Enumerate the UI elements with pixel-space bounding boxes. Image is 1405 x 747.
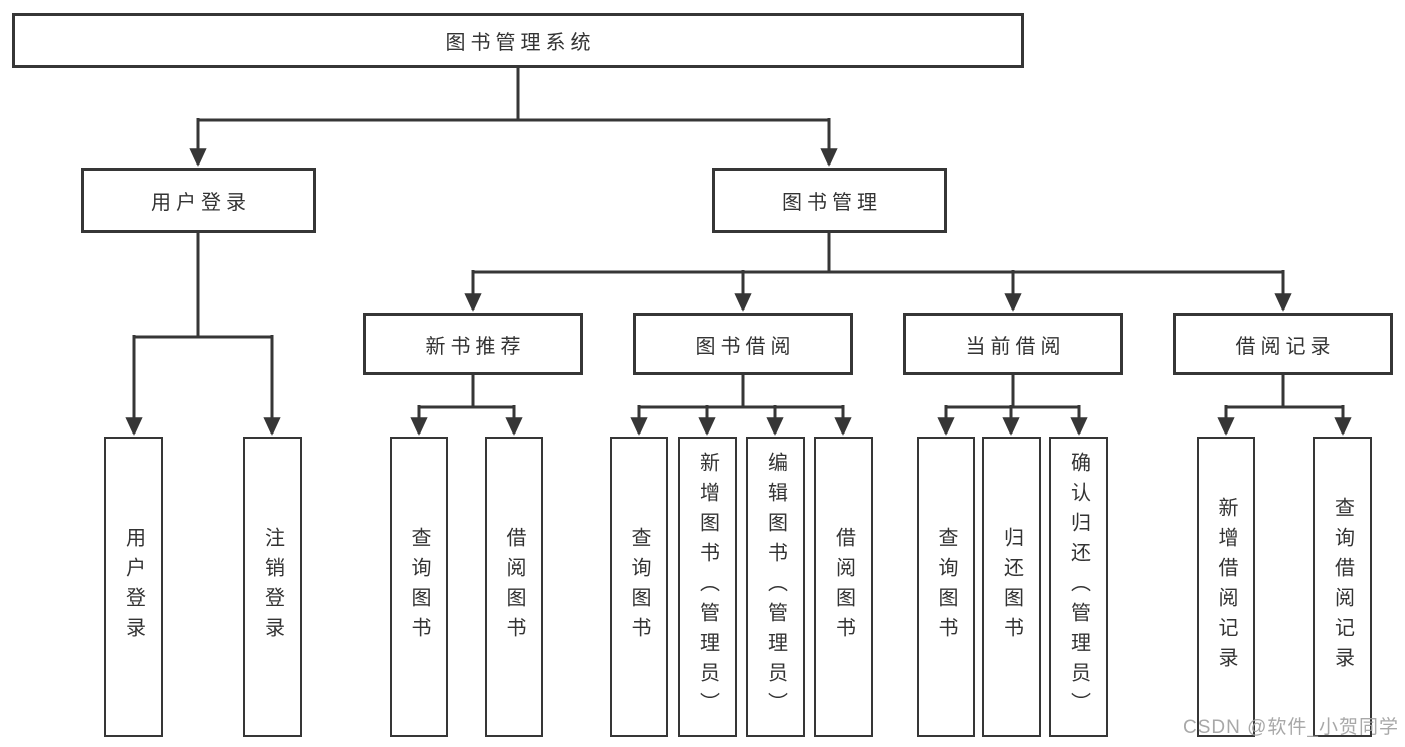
wire-mgmt-split — [473, 233, 1283, 274]
leaf-query-borrow-record: 查询借阅记录 — [1313, 437, 1372, 737]
leaf-logout: 注销登录 — [243, 437, 302, 737]
node-borrow-records-label: 借阅记录 — [1235, 335, 1336, 358]
leaf-query-books-recommend: 查询图书 — [390, 437, 448, 737]
wire-recommend-split — [419, 375, 514, 409]
node-current-borrow: 当前借阅 — [903, 313, 1123, 375]
csdn-watermark: CSDN @软件_小贺同学 — [1183, 717, 1399, 738]
node-book-management-label: 图书管理 — [782, 192, 882, 214]
leaf-borrow-books-recommend-label: 借阅图书 — [503, 527, 525, 647]
wire-borrow-split — [639, 375, 843, 409]
leaf-query-books-current: 查询图书 — [917, 437, 975, 737]
leaf-query-books-current-label: 查询图书 — [935, 527, 957, 647]
leaf-edit-book-admin-label: 编辑图书（管理员） — [764, 452, 787, 722]
leaf-add-book-admin-label: 新增图书（管理员） — [696, 452, 719, 722]
node-root-label: 图书管理系统 — [445, 32, 596, 54]
leaf-add-borrow-record: 新增借阅记录 — [1197, 437, 1255, 737]
leaf-add-book-admin: 新增图书（管理员） — [678, 437, 737, 737]
wire-login-split — [134, 232, 272, 339]
node-root: 图书管理系统 — [12, 13, 1024, 68]
node-book-borrow: 图书借阅 — [633, 313, 853, 375]
node-book-borrow-label: 图书借阅 — [695, 335, 796, 358]
leaf-query-books-borrow-label: 查询图书 — [628, 527, 650, 647]
node-book-management: 图书管理 — [712, 168, 947, 233]
leaf-user-login-label: 用户登录 — [122, 527, 145, 647]
node-borrow-records: 借阅记录 — [1173, 313, 1393, 375]
leaf-user-login: 用户登录 — [104, 437, 163, 737]
leaf-query-borrow-record-label: 查询借阅记录 — [1331, 497, 1354, 677]
leaf-query-books-borrow: 查询图书 — [610, 437, 668, 737]
node-new-book-recommend: 新书推荐 — [363, 313, 583, 375]
leaf-edit-book-admin: 编辑图书（管理员） — [746, 437, 805, 737]
node-user-login-label: 用户登录 — [151, 192, 251, 214]
node-new-book-recommend-label: 新书推荐 — [425, 335, 526, 358]
node-current-borrow-label: 当前借阅 — [965, 335, 1066, 358]
leaf-logout-label: 注销登录 — [261, 527, 284, 647]
leaf-confirm-return-admin-label: 确认归还（管理员） — [1067, 452, 1090, 722]
leaf-confirm-return-admin: 确认归还（管理员） — [1049, 437, 1108, 737]
leaf-borrow-books-borrow-label: 借阅图书 — [832, 527, 855, 647]
leaf-query-books-recommend-label: 查询图书 — [408, 527, 430, 647]
leaf-borrow-books-recommend: 借阅图书 — [485, 437, 543, 737]
wire-root-split — [198, 68, 829, 122]
node-user-login: 用户登录 — [81, 168, 316, 233]
leaf-return-book: 归还图书 — [982, 437, 1041, 737]
wire-current-split — [946, 375, 1079, 409]
leaf-borrow-books-borrow: 借阅图书 — [814, 437, 873, 737]
leaf-return-book-label: 归还图书 — [1000, 527, 1023, 647]
wire-records-split — [1226, 375, 1343, 409]
leaf-add-borrow-record-label: 新增借阅记录 — [1215, 497, 1237, 677]
